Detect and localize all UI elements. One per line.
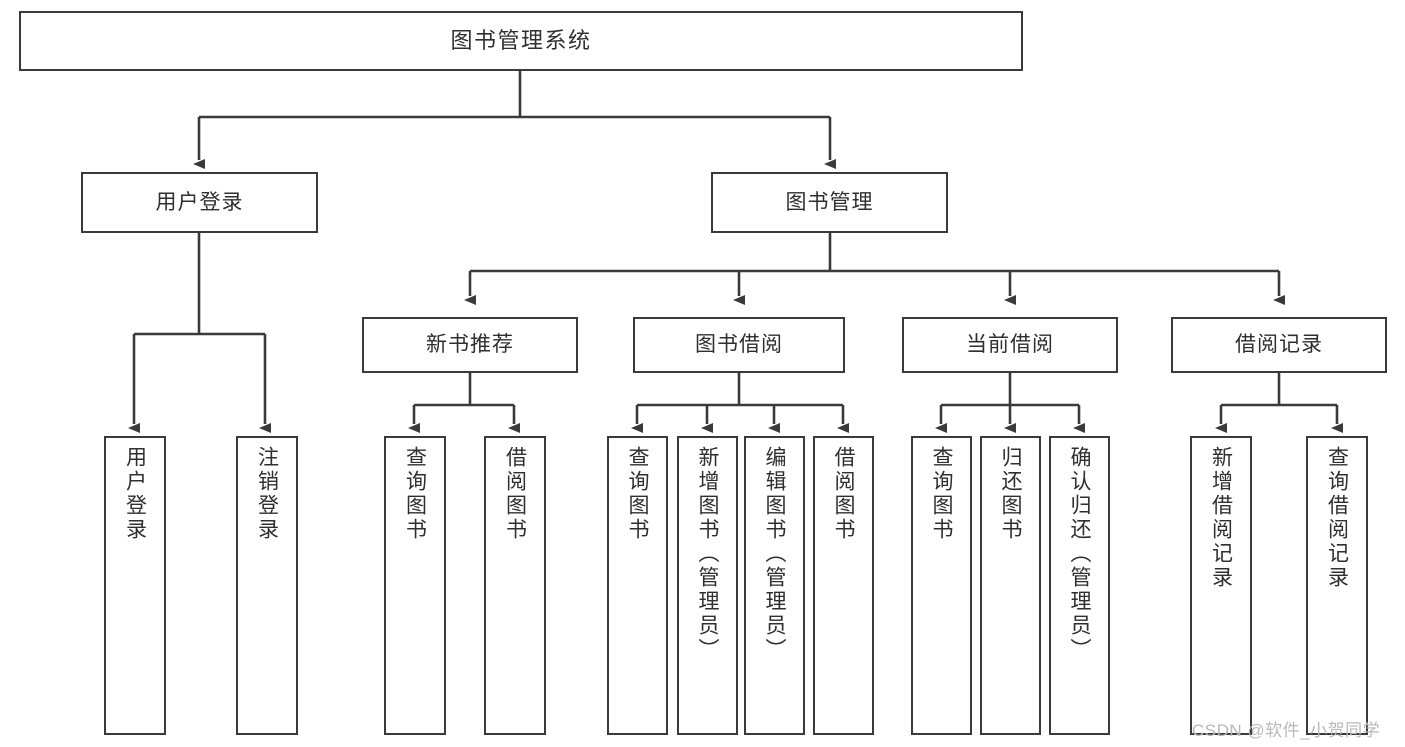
leaf-borrow-record-query[interactable]: 查询借阅记录: [1306, 436, 1368, 735]
leaf-current-borrow-confirm-return[interactable]: 确认归还（管理员）: [1049, 436, 1110, 735]
leaf-current-borrow-query[interactable]: 查询图书: [911, 436, 972, 735]
node-book-borrow-label: 图书借阅: [695, 333, 783, 357]
leaf-book-borrow-add[interactable]: 新增图书（管理员）: [677, 436, 738, 735]
leaf-user-login-signout[interactable]: 注销登录: [236, 436, 298, 735]
node-current-borrow[interactable]: 当前借阅: [902, 317, 1118, 373]
leaf-label: 用户登录: [123, 446, 147, 542]
node-user-login-label: 用户登录: [155, 190, 244, 214]
leaf-label: 归还图书: [999, 446, 1022, 542]
leaf-label: 借阅图书: [503, 446, 527, 542]
leaf-label: 编辑图书（管理员）: [763, 446, 786, 662]
leaf-label: 查询图书: [626, 446, 649, 542]
leaf-book-borrow-borrow[interactable]: 借阅图书: [813, 436, 874, 735]
node-borrow-record-label: 借阅记录: [1235, 333, 1323, 357]
node-book-management-label: 图书管理: [785, 190, 874, 214]
leaf-label: 新增借阅记录: [1209, 446, 1233, 590]
node-user-login[interactable]: 用户登录: [81, 172, 318, 233]
node-root-label: 图书管理系统: [450, 27, 592, 53]
leaf-new-book-query[interactable]: 查询图书: [384, 436, 446, 735]
leaf-label: 注销登录: [255, 446, 279, 542]
leaf-label: 查询图书: [930, 446, 953, 542]
node-book-borrow[interactable]: 图书借阅: [633, 317, 845, 373]
leaf-user-login-signin[interactable]: 用户登录: [104, 436, 166, 735]
node-root[interactable]: 图书管理系统: [19, 11, 1023, 71]
node-book-management[interactable]: 图书管理: [711, 172, 948, 233]
leaf-label: 确认归还（管理员）: [1068, 446, 1091, 662]
node-new-book-recommend[interactable]: 新书推荐: [362, 317, 578, 373]
leaf-label: 借阅图书: [832, 446, 855, 542]
node-borrow-record[interactable]: 借阅记录: [1171, 317, 1387, 373]
leaf-label: 查询图书: [403, 446, 427, 542]
node-current-borrow-label: 当前借阅: [966, 333, 1054, 357]
leaf-borrow-record-add[interactable]: 新增借阅记录: [1190, 436, 1252, 735]
leaf-label: 新增图书（管理员）: [696, 446, 719, 662]
leaf-book-borrow-edit[interactable]: 编辑图书（管理员）: [744, 436, 805, 735]
leaf-new-book-borrow[interactable]: 借阅图书: [484, 436, 546, 735]
leaf-label: 查询借阅记录: [1325, 446, 1349, 590]
csdn-watermark: CSDN @软件_小贺同学: [1192, 721, 1381, 740]
leaf-book-borrow-query[interactable]: 查询图书: [607, 436, 668, 735]
node-new-book-recommend-label: 新书推荐: [426, 333, 514, 357]
leaf-current-borrow-return[interactable]: 归还图书: [980, 436, 1041, 735]
